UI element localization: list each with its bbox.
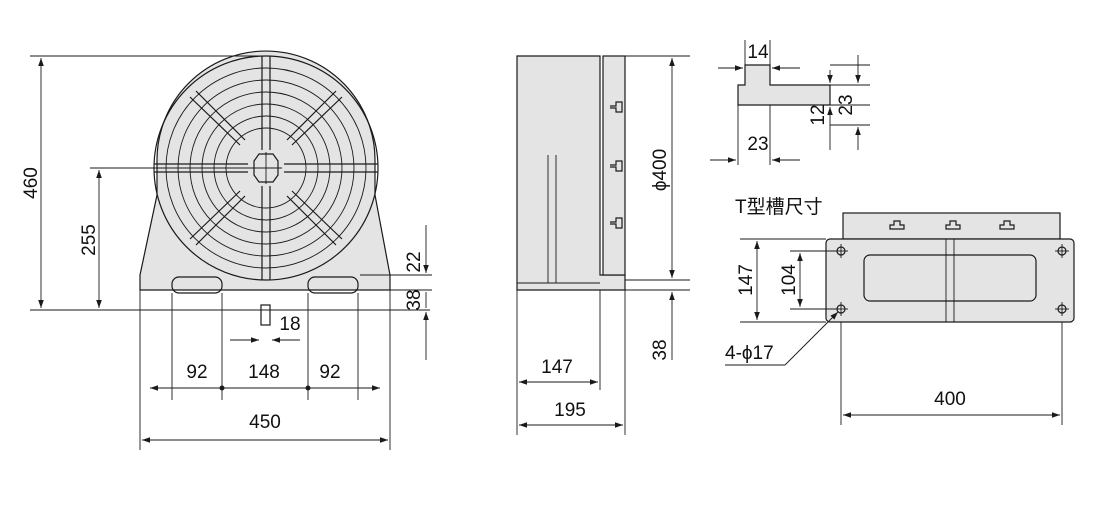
dim-label-148: 148 [248, 362, 280, 383]
base-plate [825, 238, 1075, 323]
dim-label-104: 104 [779, 264, 800, 296]
dim-label-base-147: 147 [736, 264, 757, 296]
dim-label-450: 450 [249, 412, 281, 433]
dim-label-holes: 4-ϕ17 [725, 343, 774, 364]
tslot-title: T型槽尺寸 [735, 196, 823, 218]
front-extension-lines [30, 55, 432, 450]
base-top-strip [842, 212, 1061, 240]
dim-label-18: 18 [279, 314, 300, 335]
chain-dot-right [305, 385, 311, 391]
dim-label-side-38: 38 [650, 339, 671, 360]
dim-label-23-height: 23 [836, 94, 857, 115]
dim-label-14: 14 [747, 42, 769, 63]
base-slot-left [171, 276, 223, 294]
front-view: 460 255 22 38 18 92 148 92 450 [21, 50, 432, 450]
dim-label-400: 400 [934, 389, 966, 410]
rotary-table-face [153, 55, 379, 281]
dim-label-12: 12 [808, 104, 829, 125]
dim-label-23-width: 23 [747, 134, 768, 155]
dim-label-22: 22 [404, 251, 425, 272]
dim-label-dia400: ϕ400 [650, 149, 671, 191]
center-key [260, 304, 271, 326]
leader-holes [784, 311, 839, 366]
dim-label-195: 195 [554, 400, 586, 421]
base-view: 147 104 4-ϕ17 400 [725, 212, 1075, 425]
dim-label-92-right: 92 [319, 362, 340, 383]
dim-label-38: 38 [404, 289, 425, 310]
side-tslot-3 [610, 217, 623, 229]
dim-label-255: 255 [79, 224, 100, 256]
side-view: ϕ400 38 147 195 [516, 55, 690, 435]
side-tslot-1 [610, 101, 623, 113]
base-opening [863, 254, 1037, 302]
chain-dot-left [219, 385, 225, 391]
front-body-outline [139, 50, 391, 291]
base-slot-right [307, 276, 359, 294]
dim-label-147: 147 [541, 357, 573, 378]
dim-label-460: 460 [21, 167, 42, 199]
dim-label-92-left: 92 [186, 362, 207, 383]
tslot-profile [737, 64, 831, 106]
side-tslot-2 [610, 160, 623, 172]
tslot-detail: T型槽尺寸 14 23 12 23 [710, 40, 870, 218]
